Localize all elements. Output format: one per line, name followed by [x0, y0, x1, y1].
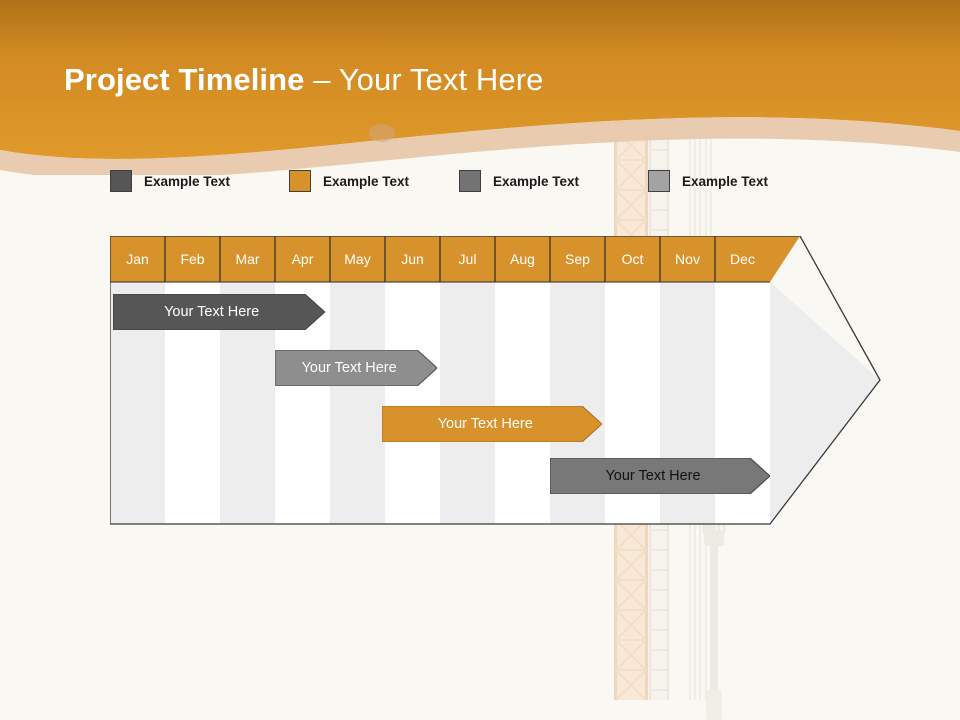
timeline-bar-label: Your Text Here [164, 304, 260, 320]
timeline-bar-shape [382, 406, 603, 442]
legend-swatch-icon [289, 170, 311, 192]
month-header-cell[interactable]: Feb [180, 251, 205, 267]
month-column [495, 282, 550, 524]
timeline-bar[interactable]: Your Text Here [275, 350, 438, 386]
timeline-bar[interactable]: Your Text Here [112, 294, 325, 330]
page-title-regular: – Your Text Here [304, 62, 544, 97]
timeline-bar[interactable]: Your Text Here [550, 458, 770, 494]
month-header-cell[interactable]: Sep [565, 251, 590, 267]
legend-item[interactable]: Example Text [289, 168, 409, 194]
legend-swatch-icon [648, 170, 670, 192]
legend-label: Example Text [144, 173, 231, 189]
month-header-arrow-sliver [770, 236, 800, 282]
timeline-bar-shape [275, 350, 438, 386]
chart-outline [110, 236, 881, 525]
timeline-bar-label: Your Text Here [605, 468, 701, 484]
legend-swatch-icon [110, 170, 132, 192]
legend-swatch-icon [459, 170, 481, 192]
month-header-cell[interactable]: Mar [235, 251, 260, 267]
page-title-bold: Project Timeline [64, 62, 305, 97]
month-header-cell[interactable]: Jul [458, 251, 477, 267]
page-title: Project Timeline – Your Text Here [64, 60, 543, 100]
timeline-bar-shape [112, 294, 325, 330]
month-header-cell[interactable]: Oct [621, 251, 644, 267]
month-column [330, 282, 385, 524]
timeline-chart: Jan Feb Mar Apr May Jun Jul Aug Sep Oct Nov Dec You… [110, 236, 885, 526]
legend-item[interactable]: Example Text [459, 168, 579, 194]
legend-item[interactable]: Example Text [648, 168, 768, 194]
timeline-bar-label: Your Text Here [437, 416, 533, 432]
month-header-cell[interactable]: Dec [730, 251, 755, 267]
timeline-bar-label: Your Text Here [301, 360, 397, 376]
month-column [440, 282, 495, 524]
month-header-cell[interactable]: Aug [510, 251, 535, 267]
legend: Example Text Example Text Example Text Exam… [0, 168, 960, 198]
legend-label: Example Text [493, 173, 580, 189]
timeline-bar-shape [550, 458, 770, 494]
month-header-cell[interactable]: Nov [675, 251, 700, 267]
month-header-cell[interactable]: Jan [126, 251, 149, 267]
month-header-cell[interactable]: Jun [401, 251, 424, 267]
timeline-bar[interactable]: Your Text Here [382, 406, 603, 442]
month-column [385, 282, 440, 524]
chart-arrow-head [770, 282, 880, 524]
month-header-cell[interactable]: Apr [291, 251, 314, 267]
legend-label: Example Text [323, 173, 410, 189]
legend-label: Example Text [682, 173, 769, 189]
month-header-row: Jan Feb Mar Apr May Jun Jul Aug Sep Oct Nov Dec [110, 236, 885, 526]
month-header-cell[interactable]: May [344, 251, 371, 267]
legend-item[interactable]: Example Text [110, 168, 230, 194]
